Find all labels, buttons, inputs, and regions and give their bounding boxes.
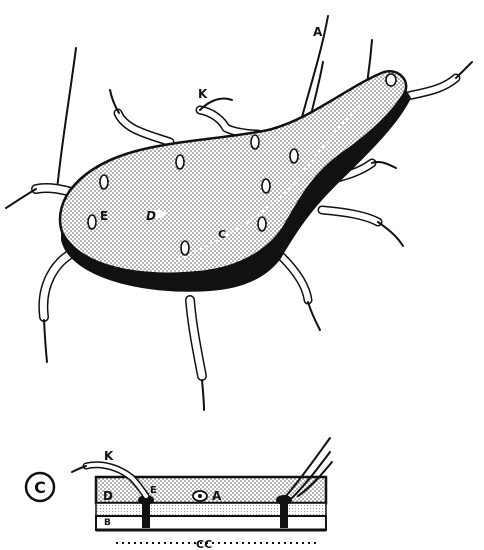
section-label-cc: CC — [196, 538, 212, 550]
organism-drawing: A K E D C — [6, 16, 472, 410]
section-middle-layer — [96, 503, 326, 516]
section-label-k: K — [104, 449, 114, 463]
cross-section-c: C K E A D B CC — [26, 438, 332, 550]
label-a: A — [313, 25, 323, 39]
panel-label: C — [34, 478, 46, 497]
section-label-a: A — [212, 489, 222, 503]
label-c: C — [218, 228, 226, 241]
section-lower-layer — [96, 516, 326, 530]
label-d: D — [146, 209, 156, 223]
label-e: E — [100, 209, 108, 223]
section-label-b: B — [104, 518, 111, 528]
section-label-d: D — [103, 489, 113, 503]
label-k: K — [198, 87, 208, 101]
section-label-e: E — [150, 485, 157, 496]
